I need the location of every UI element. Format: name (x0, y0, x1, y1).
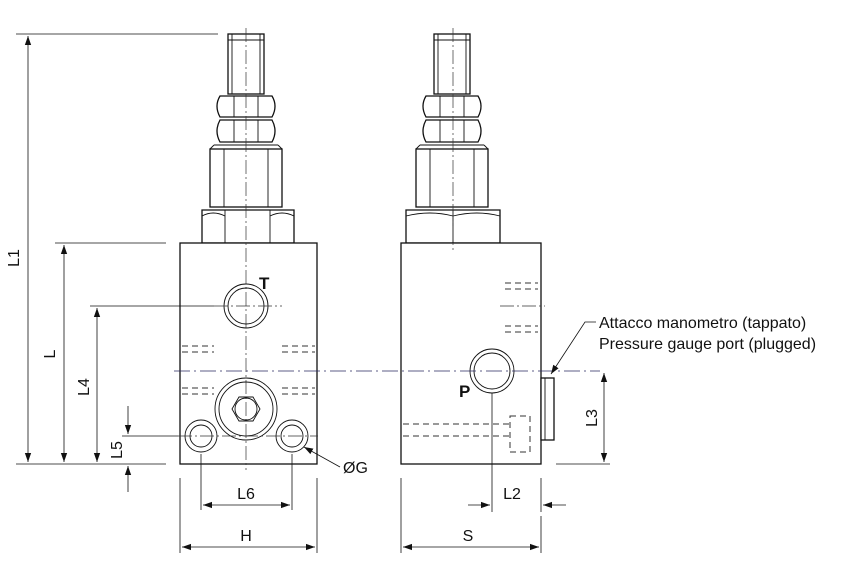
dim-L6-label: L6 (237, 486, 255, 503)
front-view: T (178, 28, 318, 470)
dim-S: S (400, 478, 542, 553)
dim-L1-label: L1 (6, 249, 23, 267)
front-hex-body (201, 209, 295, 244)
side-valve-block (400, 242, 542, 465)
dim-S-label: S (463, 528, 474, 545)
side-adjust-stem (433, 33, 471, 95)
port-label-P: P (459, 382, 470, 401)
dim-L3-label: L3 (584, 409, 601, 427)
dim-G: ØG (303, 446, 368, 477)
dim-L4: L4 (76, 305, 214, 462)
dim-L1: L1 (6, 33, 218, 465)
side-lock-nut-lower (422, 119, 482, 143)
front-lock-nut-lower (216, 119, 276, 143)
dim-L5: L5 (109, 406, 178, 492)
dim-G-label: ØG (343, 460, 368, 477)
side-cartridge-body (415, 148, 489, 208)
gauge-port-note: Attacco manometro (tappato) Pressure gau… (550, 315, 816, 375)
dim-L2: L2 (468, 393, 566, 512)
dim-L-label: L (42, 349, 59, 358)
dim-L5-label: L5 (109, 441, 126, 459)
side-view: P (400, 28, 555, 465)
port-label-T: T (259, 274, 270, 293)
front-valve-block (179, 242, 318, 465)
dim-L: L (42, 242, 166, 462)
dim-L3: L3 (556, 373, 610, 465)
dim-L6: L6 (200, 454, 293, 510)
dim-H-label: H (240, 528, 252, 545)
note-line-italian: Attacco manometro (tappato) (599, 315, 806, 332)
dim-L4-label: L4 (76, 378, 93, 396)
front-port-T (214, 283, 282, 329)
gauge-port-plug (540, 377, 555, 441)
side-lock-nut-upper (422, 95, 482, 118)
note-line-english: Pressure gauge port (plugged) (599, 336, 816, 353)
dim-H: H (179, 478, 318, 553)
dim-L2-label: L2 (503, 486, 521, 503)
